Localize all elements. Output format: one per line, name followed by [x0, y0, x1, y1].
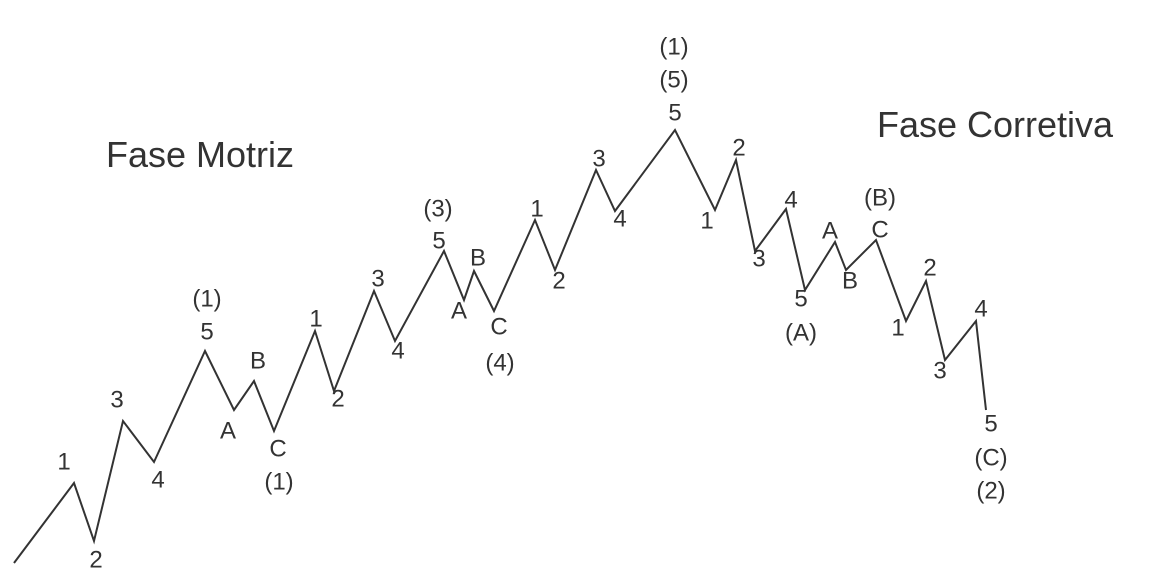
wave-label-p29-1: C	[871, 216, 888, 243]
wave-label-p2-0: 2	[89, 546, 102, 573]
impulse-phase-title: Fase Motriz	[106, 134, 295, 175]
wave-label-p24-0: 3	[752, 245, 765, 272]
wave-label-p23-0: 2	[732, 134, 745, 161]
wave-label-p5-0: (1)	[192, 285, 221, 312]
wave-label-p34-0: 5	[984, 410, 997, 437]
wave-line	[13, 128, 987, 564]
wave-label-p18-0: 2	[552, 267, 565, 294]
wave-label-p19-0: 3	[592, 145, 605, 172]
wave-label-p16-1: (4)	[485, 349, 514, 376]
wave-label-p9-0: 1	[309, 305, 322, 332]
wave-label-p7-0: B	[250, 347, 266, 374]
wave-label-p21-0: (1)	[659, 33, 688, 60]
wave-label-p13-1: 5	[432, 227, 445, 254]
wave-label-p25-0: 4	[784, 186, 797, 213]
wave-label-p32-0: 3	[933, 357, 946, 384]
wave-label-p30-0: 1	[891, 314, 904, 341]
wave-label-p20-0: 4	[613, 205, 626, 232]
wave-label-p16-0: C	[490, 313, 507, 340]
wave-label-p15-0: B	[470, 244, 486, 271]
wave-label-p14-0: A	[451, 297, 467, 324]
wave-label-p3-0: 3	[110, 386, 123, 413]
wave-label-p8-1: (1)	[264, 468, 293, 495]
wave-label-p29-0: (B)	[864, 184, 896, 211]
wave-label-p1-0: 1	[57, 448, 70, 475]
wave-label-p6-0: A	[220, 417, 236, 444]
wave-label-p8-0: C	[269, 435, 286, 462]
wave-label-p33-0: 4	[974, 295, 987, 322]
wave-label-p21-1: (5)	[659, 66, 688, 93]
wave-label-p5-1: 5	[200, 318, 213, 345]
wave-label-p34-1: (C)	[974, 444, 1007, 471]
wave-label-p13-0: (3)	[423, 195, 452, 222]
wave-label-p26-0: 5	[794, 285, 807, 312]
wave-label-p17-0: 1	[530, 195, 543, 222]
corrective-phase-title: Fase Corretiva	[877, 104, 1114, 145]
wave-label-p34-2: (2)	[976, 477, 1005, 504]
wave-label-p21-2: 5	[668, 99, 681, 126]
wave-label-p26-1: (A)	[785, 319, 817, 346]
wave-label-p10-0: 2	[331, 385, 344, 412]
wave-label-p4-0: 4	[151, 466, 164, 493]
wave-label-p12-0: 4	[391, 337, 404, 364]
wave-label-p28-0: B	[842, 267, 858, 294]
wave-label-p31-0: 2	[923, 254, 936, 281]
wave-labels: 1234(1)5ABC(1)1234(3)5ABC(4)1234(1)(5)51…	[57, 33, 1007, 573]
wave-label-p27-0: A	[822, 217, 838, 244]
wave-label-p22-0: 1	[700, 207, 713, 234]
wave-label-p11-0: 3	[371, 265, 384, 292]
